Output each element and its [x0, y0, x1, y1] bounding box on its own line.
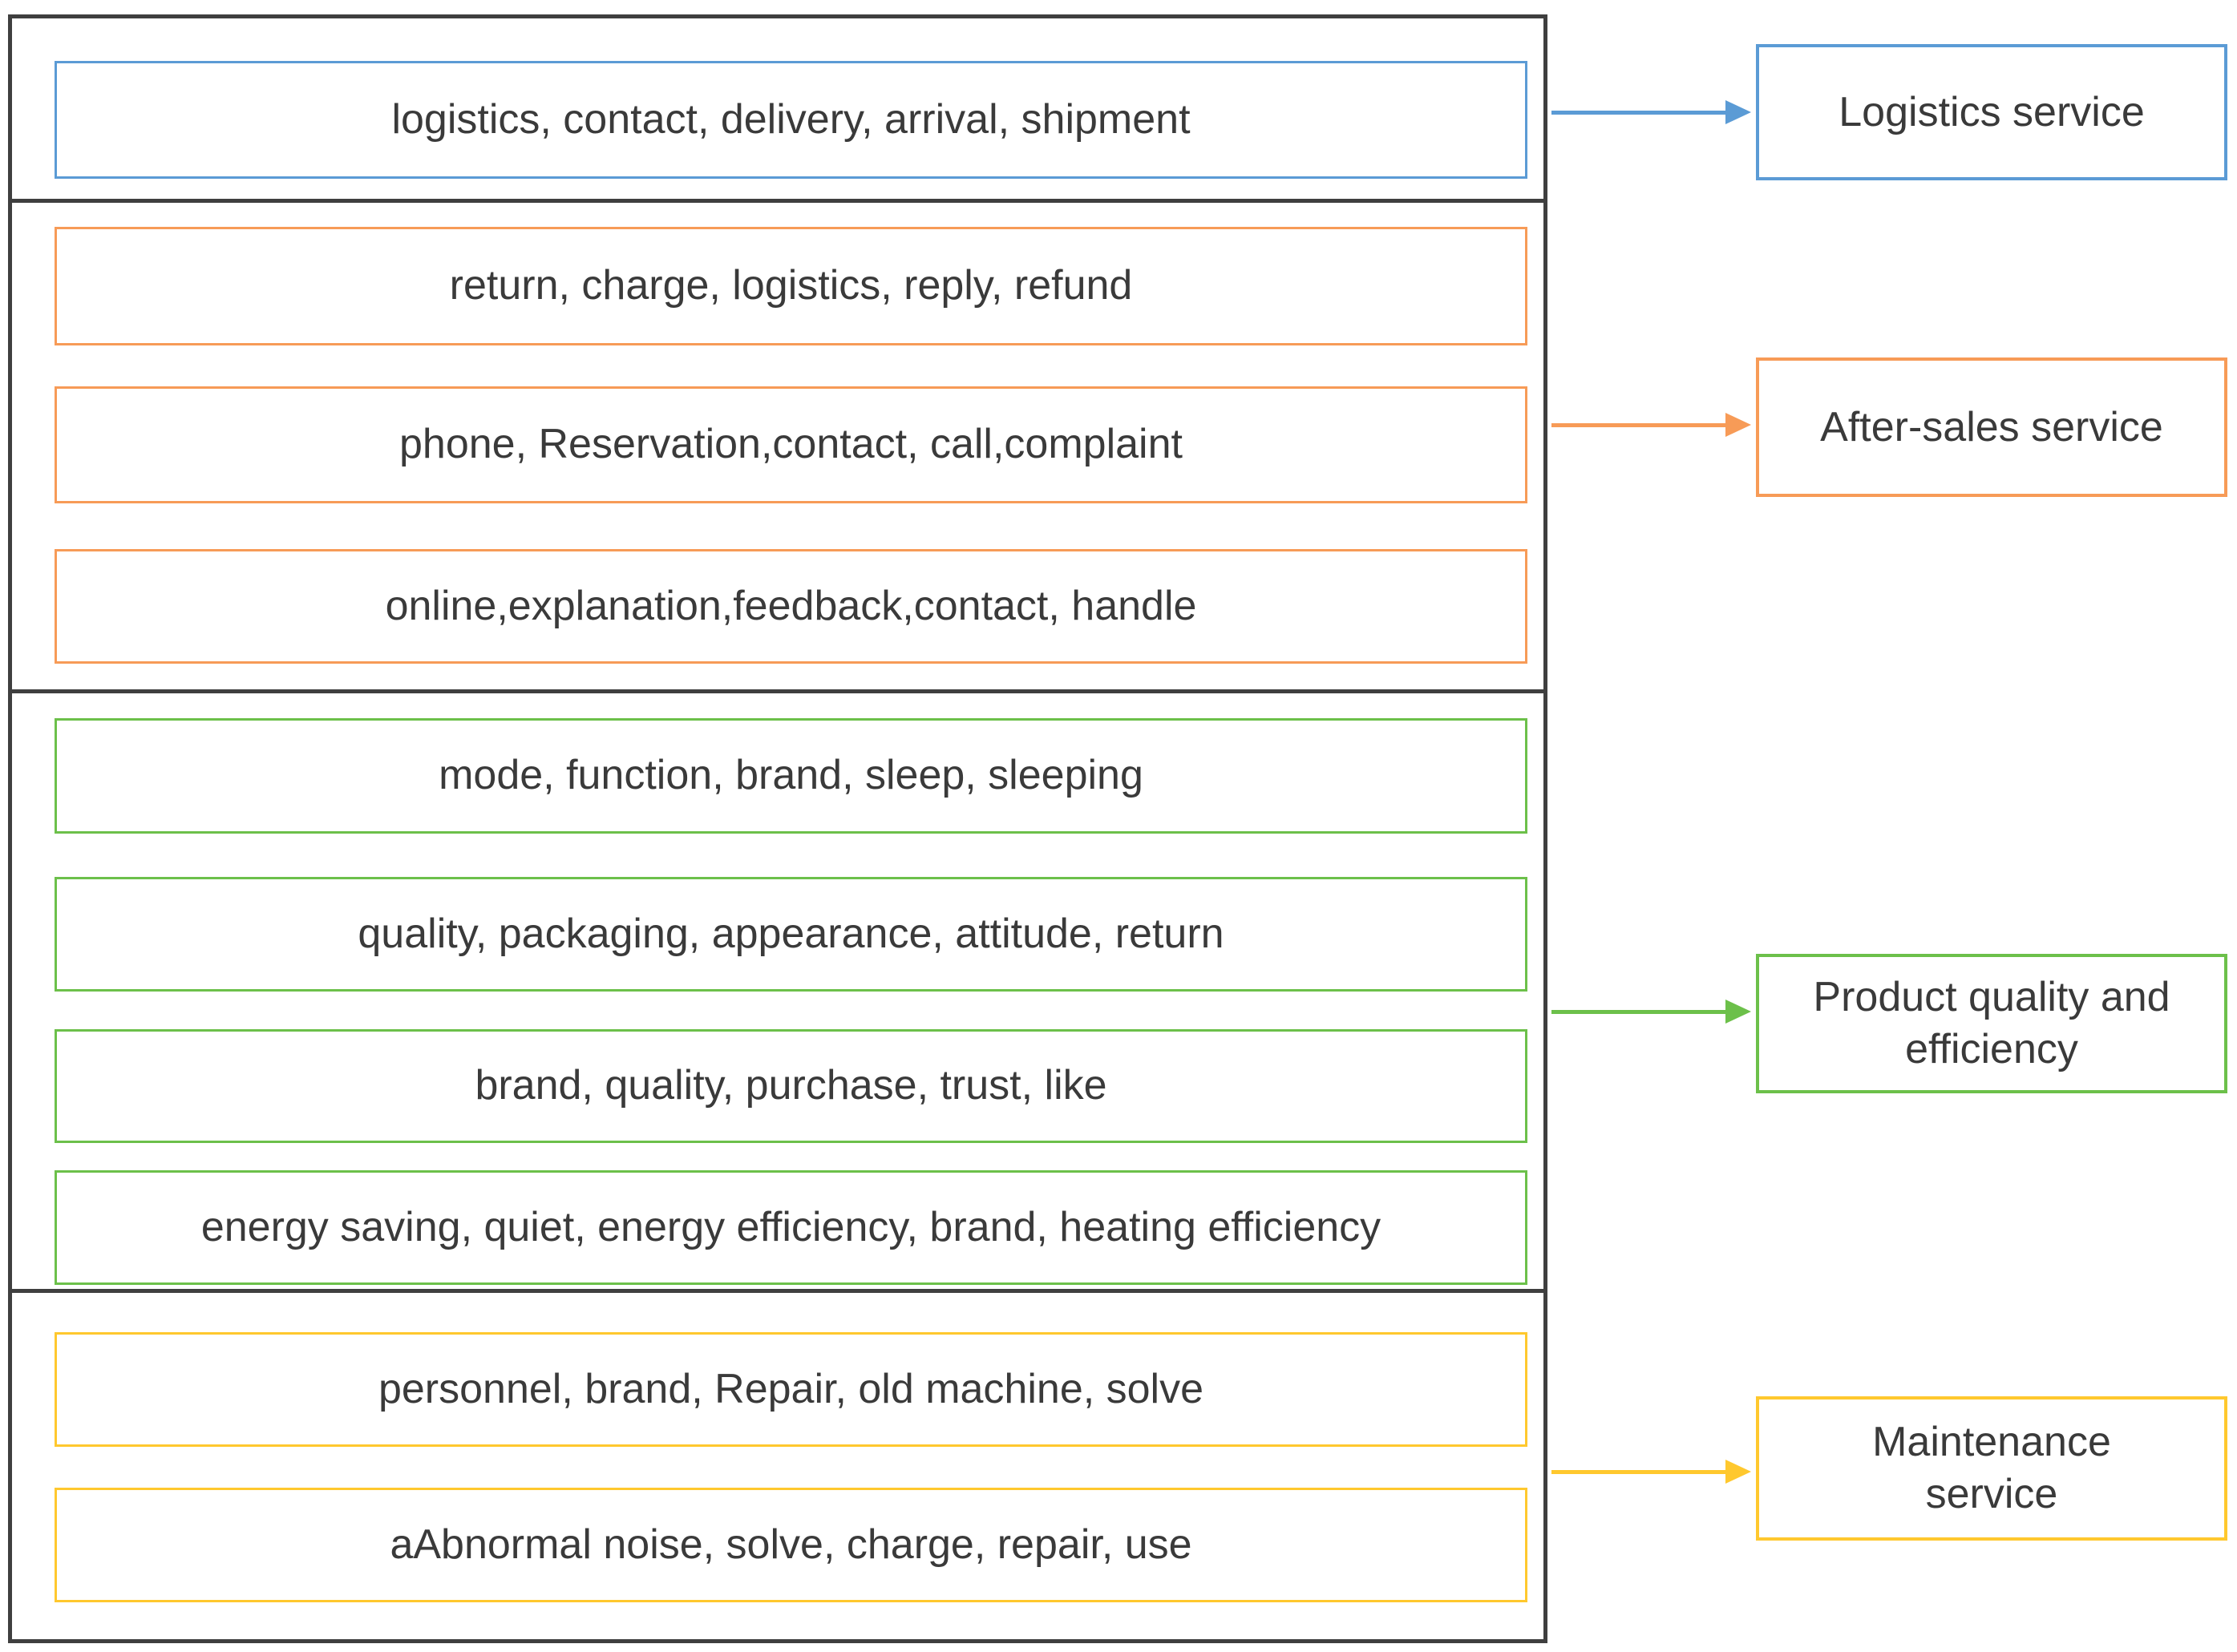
category-label: Logistics service: [1839, 88, 2145, 135]
keyword-box-after-sales-1: return, charge, logistics, reply, refund: [55, 227, 1527, 345]
keyword-box-product-quality-3: brand, quality, purchase, trust, like: [55, 1029, 1527, 1143]
keyword-text: return, charge, logistics, reply, refund: [449, 262, 1133, 309]
logistics-arrowhead-icon: [1725, 100, 1751, 124]
keyword-box-product-quality-1: mode, function, brand, sleep, sleeping: [55, 718, 1527, 834]
maintenance-arrowhead-icon: [1725, 1460, 1751, 1484]
keyword-box-product-quality-4: energy saving, quiet, energy efficiency,…: [55, 1170, 1527, 1285]
section-divider: [8, 1289, 1547, 1293]
keyword-box-maintenance-1: personnel, brand, Repair, old machine, s…: [55, 1332, 1527, 1447]
keyword-text: brand, quality, purchase, trust, like: [475, 1062, 1107, 1109]
keyword-box-product-quality-2: quality, packaging, appearance, attitude…: [55, 877, 1527, 992]
keyword-box-logistics-1: logistics, contact, delivery, arrival, s…: [55, 61, 1527, 179]
maintenance-arrow: [1551, 1470, 1729, 1474]
keyword-text: phone, Reservation,contact, call,complai…: [399, 421, 1183, 468]
keyword-text: mode, function, brand, sleep, sleeping: [439, 752, 1143, 799]
keyword-text: personnel, brand, Repair, old machine, s…: [378, 1365, 1204, 1412]
category-box-product-quality: Product quality and efficiency: [1756, 954, 2227, 1093]
section-divider: [8, 199, 1547, 203]
keyword-box-after-sales-3: online,explanation,feedback,contact, han…: [55, 549, 1527, 664]
keyword-text: logistics, contact, delivery, arrival, s…: [391, 95, 1191, 143]
keyword-text: online,explanation,feedback,contact, han…: [385, 582, 1197, 629]
category-box-maintenance: Maintenance service: [1756, 1396, 2227, 1541]
keyword-box-after-sales-2: phone, Reservation,contact, call,complai…: [55, 386, 1527, 503]
logistics-arrow: [1551, 111, 1729, 115]
section-divider: [8, 689, 1547, 693]
keyword-text: energy saving, quiet, energy efficiency,…: [200, 1203, 1381, 1250]
keyword-text: quality, packaging, appearance, attitude…: [358, 910, 1224, 957]
category-label: After-sales service: [1820, 403, 2163, 450]
category-box-logistics: Logistics service: [1756, 44, 2227, 180]
keyword-text: aAbnormal noise, solve, charge, repair, …: [390, 1521, 1192, 1568]
after-sales-arrowhead-icon: [1725, 413, 1751, 437]
category-box-after-sales: After-sales service: [1756, 357, 2227, 497]
category-label: Maintenance service: [1872, 1419, 2111, 1517]
after-sales-arrow: [1551, 423, 1729, 427]
category-label: Product quality and efficiency: [1813, 974, 2170, 1072]
product-quality-arrowhead-icon: [1725, 1000, 1751, 1024]
product-quality-arrow: [1551, 1010, 1729, 1014]
keyword-box-maintenance-2: aAbnormal noise, solve, charge, repair, …: [55, 1488, 1527, 1602]
